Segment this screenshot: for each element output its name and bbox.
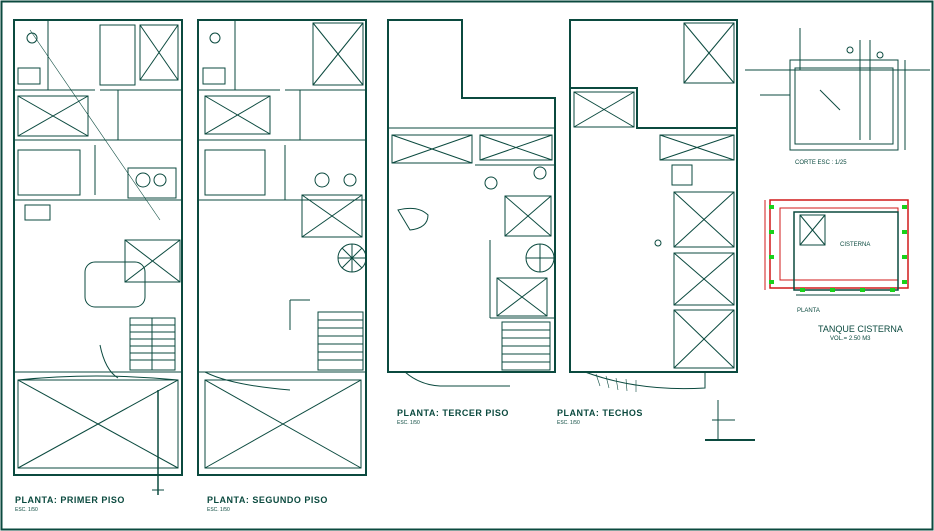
- cistern-title: TANQUE CISTERNA: [818, 324, 903, 334]
- plan-third-floor-scale: ESC. 1/50: [397, 420, 420, 426]
- cistern-plan: [764, 199, 909, 296]
- plan-first-floor: [13, 19, 183, 495]
- plan-third-floor: [387, 19, 556, 387]
- plan-second-floor-scale: ESC. 1/50: [207, 507, 230, 513]
- plan-roof: [569, 19, 738, 392]
- cistern-section: [745, 28, 930, 151]
- cistern-plan-label: PLANTA: [797, 308, 820, 314]
- plan-third-floor-title: PLANTA: TERCER PISO: [397, 408, 509, 418]
- level-marker: [705, 400, 755, 441]
- plan-first-floor-scale: ESC. 1/50: [15, 507, 38, 513]
- cistern-plan-markers: [769, 205, 907, 292]
- cistern-volume: VOL.= 2.50 M3: [830, 336, 871, 342]
- plan-second-floor-title: PLANTA: SEGUNDO PISO: [207, 495, 328, 505]
- plan-second-floor: [197, 19, 367, 476]
- plan-roof-title: PLANTA: TECHOS: [557, 408, 643, 418]
- plan-roof-scale: ESC. 1/50: [557, 420, 580, 426]
- plan-first-floor-title: PLANTA: PRIMER PISO: [15, 495, 125, 505]
- cistern-room-label: CISTERNA: [840, 242, 871, 248]
- cistern-section-label: CORTE ESC : 1/25: [795, 160, 847, 166]
